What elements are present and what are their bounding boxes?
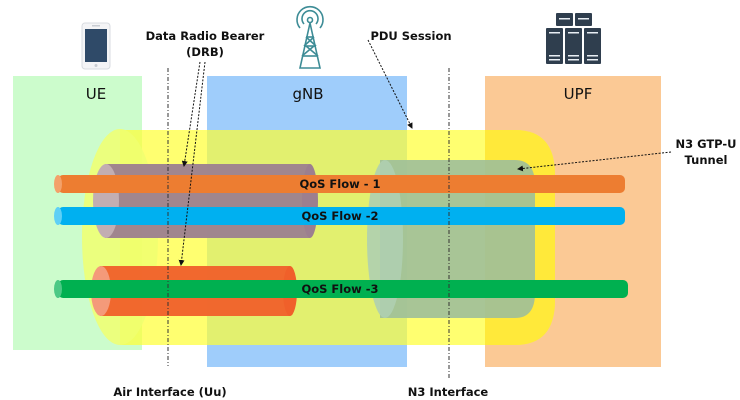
qos-flow-2: QoS Flow -2 [54, 207, 625, 225]
drb-arrow-1 [181, 61, 201, 167]
drb-arrow-2 [178, 61, 206, 266]
gnb-label: gNB [292, 85, 323, 103]
pdu-session-label: PDU Session [370, 29, 451, 43]
qos-flow-3: QoS Flow -3 [54, 280, 628, 298]
n3-tunnel-label-line2: Tunnel [685, 153, 728, 167]
qos-flow-1-label: QoS Flow - 1 [299, 177, 380, 191]
smartphone-icon [81, 22, 111, 70]
qos-flow-2-label: QoS Flow -2 [301, 209, 378, 223]
n3-tunnel-arrow [517, 151, 672, 172]
n3-gtpu-tunnel [367, 160, 535, 318]
qos-flow-1: QoS Flow - 1 [54, 175, 625, 193]
radio-tower-icon [296, 5, 324, 69]
drb-label-line2: (DRB) [186, 45, 224, 59]
n3-tunnel-label-line1: N3 GTP-U [675, 137, 736, 151]
upf-label: UPF [564, 85, 593, 103]
n3-interface-label: N3 Interface [408, 385, 489, 399]
qos-flow-3-label: QoS Flow -3 [301, 282, 378, 296]
drb-label-line1: Data Radio Bearer [146, 29, 265, 43]
air-interface-label: Air Interface (Uu) [113, 385, 226, 399]
pdu-session-arrow [367, 39, 413, 129]
ue-label: UE [86, 85, 106, 103]
server-rack-icon [546, 13, 601, 64]
